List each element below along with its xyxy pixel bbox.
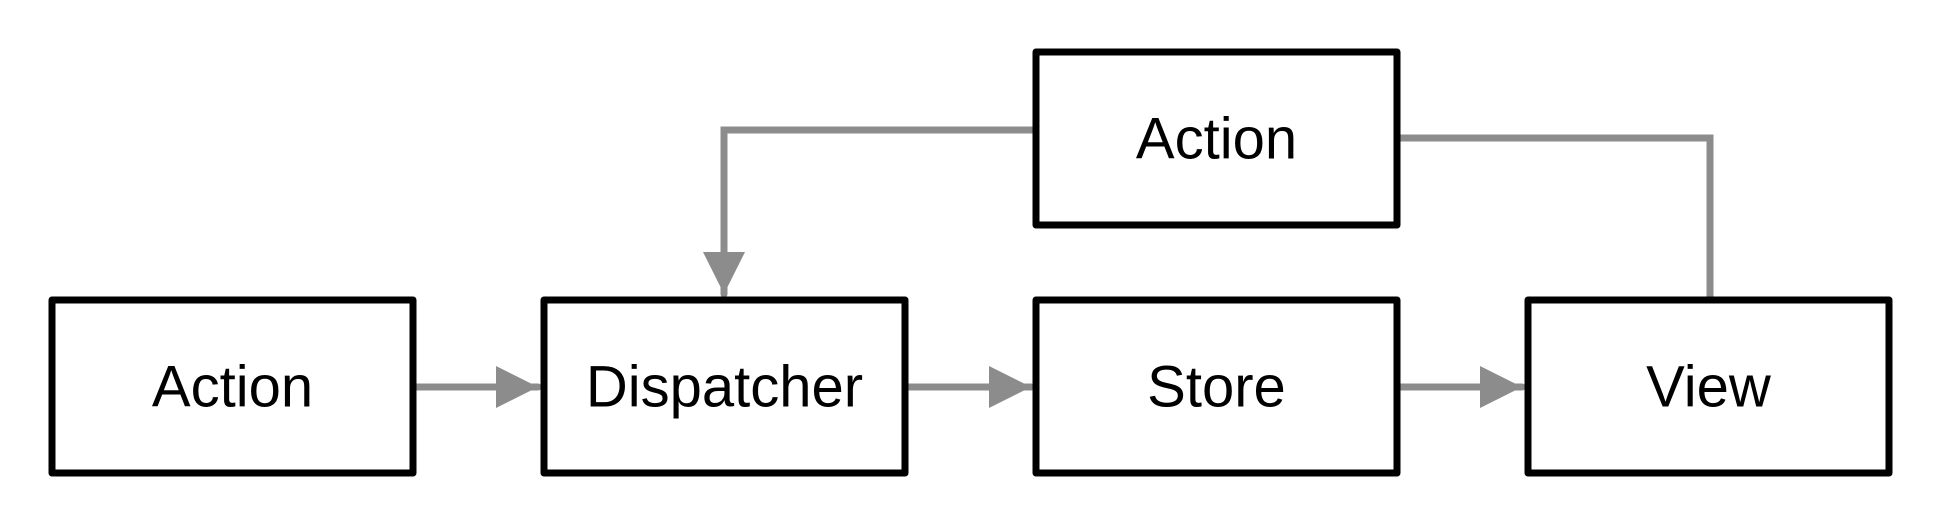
node-box: [1524, 296, 1893, 477]
node-store: Store: [1032, 296, 1401, 477]
node-box: [1032, 296, 1401, 477]
edge-action-to-dispatcher-loop: [703, 126, 1039, 298]
node-dispatcher: Dispatcher: [540, 296, 909, 477]
edges: [409, 126, 1714, 408]
node-label: View: [1646, 355, 1772, 420]
node-box: [1032, 48, 1401, 229]
node-label: Store: [1147, 355, 1286, 420]
node-action-left: Action: [48, 296, 417, 477]
node-view: View: [1524, 296, 1893, 477]
node-action-top: Action: [1032, 48, 1401, 229]
node-box: [540, 296, 909, 477]
node-box: [48, 296, 417, 477]
node-label: Action: [1136, 107, 1297, 172]
node-label: Dispatcher: [586, 355, 863, 420]
node-label: Action: [152, 355, 313, 420]
edge-view-to-action: [1393, 134, 1714, 301]
